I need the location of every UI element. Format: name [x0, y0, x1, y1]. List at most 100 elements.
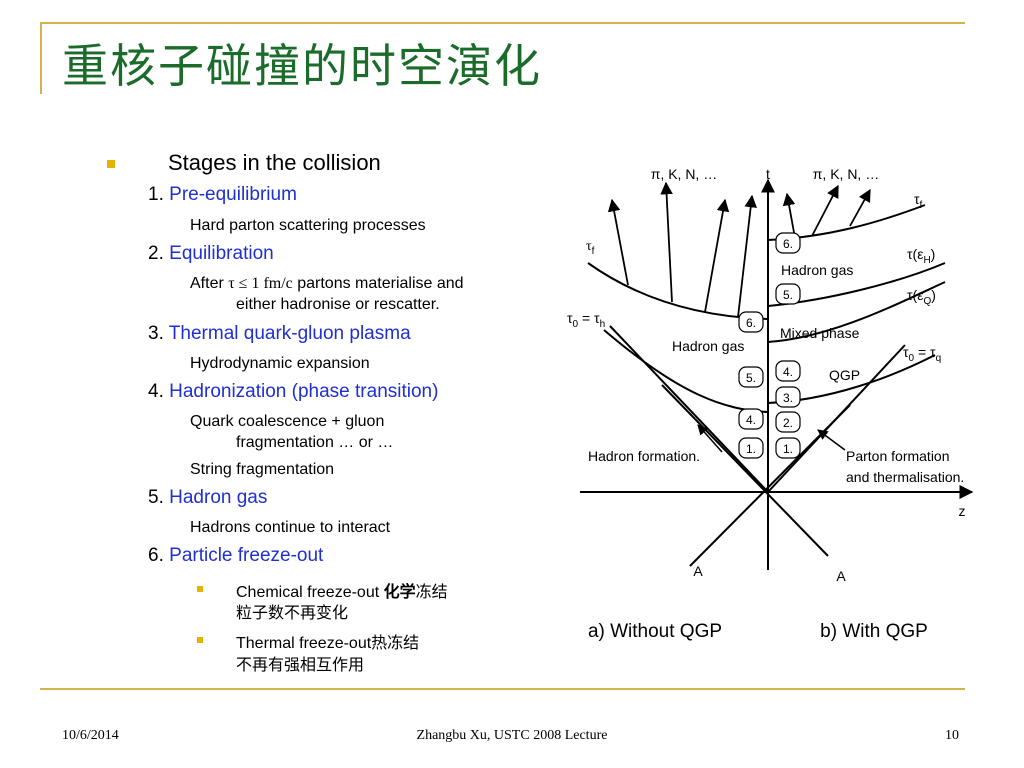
slide-title: 重核子碰撞的时空演化: [62, 39, 542, 93]
stage-label: Equilibration: [169, 243, 274, 264]
stage-desc: Hadrons continue to interact: [190, 519, 391, 536]
beam-line-right: [661, 384, 829, 557]
light-cone-right: [767, 344, 906, 493]
stage-number: 6.: [148, 545, 164, 566]
tau-eq-label: τ(εQ): [907, 287, 936, 307]
stage-box-right-5: 5.: [775, 283, 801, 305]
particles-label-right: π, K, N, …: [813, 166, 879, 182]
pointer-arrow: [817, 429, 846, 451]
particle-arrow: [737, 194, 757, 318]
stage-desc: either hadronise or rescatter.: [236, 296, 440, 313]
pointer-arrow: [697, 424, 723, 453]
stage-3: 3. Thermal quark-gluon plasma: [148, 323, 411, 345]
hadron-gas-label-right: Hadron gas: [781, 262, 853, 278]
freeze-out-chemical-note: 粒子数不再变化: [236, 605, 349, 622]
svg-text:4.: 4.: [783, 365, 793, 379]
particle-arrow: [782, 192, 796, 239]
particle-arrow: [849, 188, 871, 227]
footer-date: 10/6/2014: [62, 728, 119, 743]
stage-label: Particle freeze-out: [169, 545, 324, 566]
particle-arrow: [660, 181, 673, 303]
particles-label-left: π, K, N, …: [651, 166, 717, 182]
tau-eq-curve: [767, 281, 946, 343]
stages-outline: Stages in the collision 1. Pre-equilibri…: [0, 0, 560, 690]
outline-heading: Stages in the collision: [168, 150, 381, 175]
hadron-gas-label-left: Hadron gas: [672, 338, 744, 354]
stage-5: 5. Hadron gas: [148, 487, 267, 509]
footer-center: Zhangbu Xu, USTC 2008 Lecture: [416, 728, 608, 743]
beam-label-left: A: [693, 563, 703, 579]
svg-text:3.: 3.: [783, 391, 793, 405]
bullet-icon: [197, 637, 203, 643]
stage-6: 6. Particle freeze-out: [148, 545, 323, 567]
stage-desc: Hard parton scattering processes: [190, 217, 426, 234]
subbullet-text: 冻结: [415, 584, 448, 601]
beam-label-right: A: [836, 568, 846, 584]
tau0-label-left: τ0 = τh: [567, 310, 605, 330]
freeze-out-thermal: Thermal freeze-out热冻结: [236, 629, 419, 653]
mixed-phase-label: Mixed phase: [780, 325, 860, 341]
top-rule: [40, 22, 965, 24]
stage-number: 3.: [148, 323, 164, 344]
subbullet-text: Chemical freeze-out: [236, 584, 384, 601]
desc-text: partons materialise and: [297, 275, 464, 292]
stage-desc: Hydrodynamic expansion: [190, 355, 370, 372]
hadron-formation-label: Hadron formation.: [588, 448, 700, 464]
stage-2: 2. Equilibration: [148, 243, 274, 265]
particle-arrow: [607, 198, 629, 286]
stage-box-right-4: 4.: [775, 360, 801, 382]
svg-text:1.: 1.: [746, 442, 756, 456]
svg-text:2.: 2.: [783, 416, 793, 430]
particle-arrow: [811, 184, 839, 237]
desc-text: After: [190, 275, 224, 292]
svg-text:5.: 5.: [783, 288, 793, 302]
stage-label: Thermal quark-gluon plasma: [168, 323, 411, 344]
tau-f-label-right: τf: [914, 191, 923, 211]
thermalisation-label: and thermalisation.: [846, 469, 964, 485]
tau-eh-label: τ(εH): [907, 246, 935, 266]
svg-text:5.: 5.: [746, 371, 756, 385]
stage-number: 4.: [148, 381, 164, 402]
stage-box-left-6: 6.: [738, 311, 764, 333]
qgp-label: QGP: [829, 367, 860, 383]
svg-text:1.: 1.: [783, 442, 793, 456]
stage-box-right-1: 1.: [775, 437, 801, 459]
light-cone-left: [609, 325, 769, 493]
stage-label: Hadronization (phase transition): [169, 381, 439, 402]
stage-number: 1.: [148, 184, 164, 205]
stage-label: Hadron gas: [169, 487, 268, 508]
stage-4: 4. Hadronization (phase transition): [148, 381, 438, 403]
freeze-out-thermal-note: 不再有强相互作用: [236, 657, 365, 674]
stage-desc: fragmentation … or …: [236, 434, 394, 451]
stage-box-right-3: 3.: [775, 386, 801, 408]
subbullet-bold: 化学: [383, 584, 416, 601]
stage-desc: String fragmentation: [190, 461, 335, 478]
caption-without-qgp: a) Without QGP: [588, 621, 722, 642]
subbullet-text: 热冻结: [371, 635, 420, 652]
stage-box-right-2: 2.: [775, 411, 801, 433]
stage-desc: Quark coalescence + gluon: [190, 413, 385, 430]
spacetime-diagram: t z A A π, K, N, … π, K, N, … τf τ0 = τh…: [567, 166, 974, 642]
stage-desc: After τ ≤ 1 fm/c partons materialise and: [190, 275, 464, 293]
subbullet-text: Thermal freeze-out: [236, 635, 372, 652]
svg-text:6.: 6.: [783, 237, 793, 251]
desc-math: τ ≤ 1 fm/c: [228, 275, 293, 292]
stage-number: 5.: [148, 487, 164, 508]
stage-1: 1. Pre-equilibrium: [148, 184, 297, 206]
particle-arrow: [704, 198, 730, 313]
stage-box-left-5: 5.: [738, 366, 764, 388]
stage-box-left-4: 4.: [738, 408, 764, 430]
stage-box-right-6: 6.: [775, 232, 801, 254]
bullet-icon: [107, 160, 115, 168]
stage-number: 2.: [148, 243, 164, 264]
caption-with-qgp: b) With QGP: [820, 621, 928, 642]
tau-f-label-left: τf: [586, 239, 595, 257]
svg-text:6.: 6.: [746, 316, 756, 330]
footer-page-number: 10: [945, 728, 959, 743]
freeze-out-chemical: Chemical freeze-out 化学冻结: [236, 578, 448, 602]
bullet-icon: [197, 586, 203, 592]
tau0-label-right: τ0 = τq: [903, 344, 941, 364]
t-axis-label: t: [766, 166, 770, 182]
stage-label: Pre-equilibrium: [169, 184, 297, 205]
bottom-rule: [40, 688, 965, 690]
